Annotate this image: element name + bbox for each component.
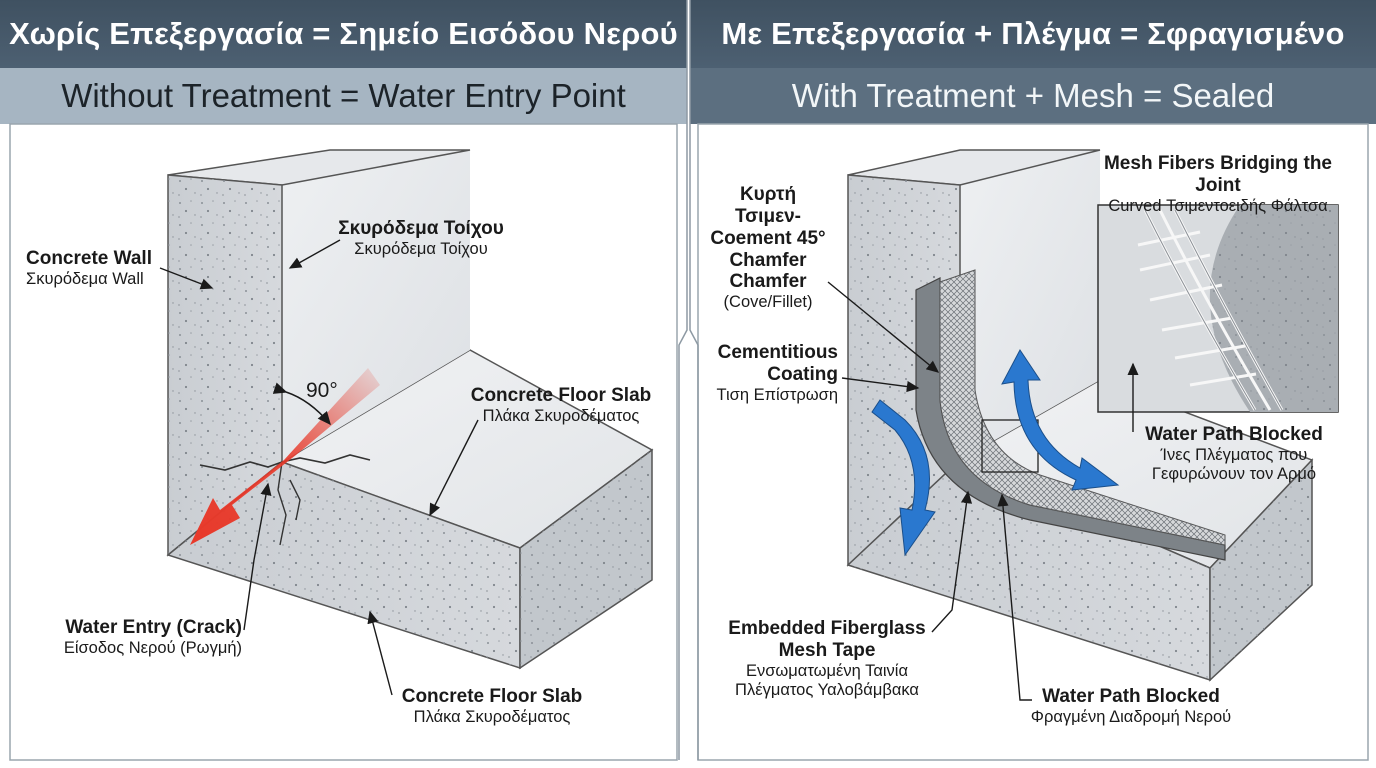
label-cementitious-coating: Cementitious Coating Τιση Επίστρωση	[716, 342, 838, 404]
label-floor-slab-top: Concrete Floor Slab Πλάκα Σκυροδέματος	[470, 385, 652, 425]
label-wall-concrete: Σκυρόδεμα Τοίχου Σκυρόδεμα Τοίχου	[338, 218, 504, 258]
label-water-entry: Water Entry (Crack) Είσοδος Νερού (Ρωγμή…	[63, 617, 242, 657]
label-mesh-tape: Embedded Fiberglass Mesh Tape Ενσωματωμέ…	[728, 618, 926, 699]
panel-divider	[678, 0, 699, 760]
left-panel-title: Χωρίς Επεξεργασία = Σημείο Εισόδου Νερού	[0, 0, 687, 68]
left-diagram: 90°	[159, 149, 654, 696]
right-water-arrow-left	[871, 399, 936, 557]
left-angle-label: 90°	[306, 379, 338, 402]
right-panel-subtitle: With Treatment + Mesh = Sealed	[690, 68, 1376, 124]
right-diagram	[827, 149, 1339, 701]
right-panel-title: Με Επεξεργασία + Πλέγμα = Σφραγισμένο	[690, 0, 1376, 68]
left-panel-frame	[9, 123, 678, 761]
label-concrete-wall: Concrete Wall Σκυρόδεμα Wall	[26, 248, 152, 288]
label-water-blocked-inset: Water Path Blocked Ίνες Πλέγματος που Γε…	[1145, 424, 1323, 483]
left-water-arrow	[190, 368, 380, 545]
left-angle-arc	[272, 382, 331, 426]
label-chamfer: Κυρτή Τσιμεν- Coement 45° Chamfer Chamfe…	[710, 184, 826, 312]
label-water-blocked-bottom: Water Path Blocked Φραγμένη Διαδρομή Νερ…	[1030, 686, 1232, 726]
right-mesh-tape	[940, 270, 1225, 545]
left-panel-subtitle: Without Treatment = Water Entry Point	[0, 68, 687, 124]
right-wall-face	[960, 150, 1100, 460]
label-floor-slab-bottom: Concrete Floor Slab Πλάκα Σκυροδέματος	[401, 686, 583, 726]
label-mesh-fibers: Mesh Fibers Bridging the Joint Curved Τσ…	[1103, 153, 1333, 215]
right-water-arrow-right	[1001, 349, 1120, 491]
